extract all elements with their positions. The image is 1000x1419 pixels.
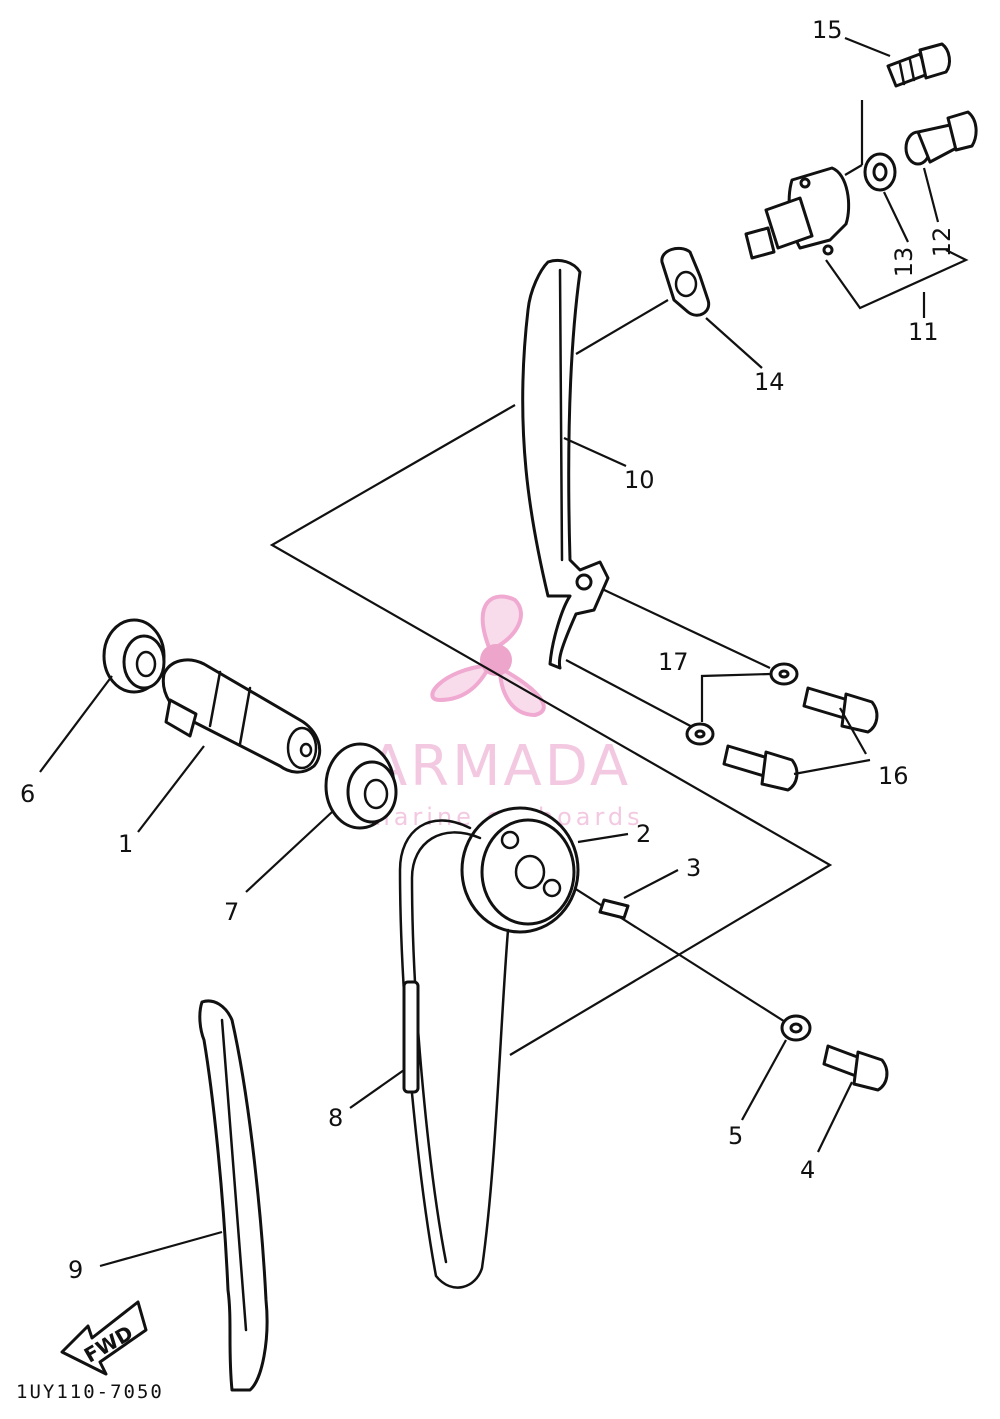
label-10: 10	[624, 466, 655, 494]
label-9: 9	[68, 1256, 83, 1284]
part-7-bearing	[324, 742, 398, 830]
label-12: 12	[928, 227, 956, 258]
part-4-bolt	[822, 1044, 889, 1092]
label-7: 7	[224, 898, 239, 926]
part-1-camshaft	[161, 658, 322, 774]
part-17-washers	[685, 662, 799, 746]
label-4: 4	[800, 1156, 815, 1184]
watermark-brand: ARMADA	[369, 734, 631, 799]
label-11: 11	[908, 318, 939, 346]
label-16: 16	[878, 762, 909, 790]
label-3: 3	[686, 854, 701, 882]
part-2-sprocket	[460, 806, 580, 934]
part-14-gasket	[660, 246, 711, 317]
assembly-lines	[269, 100, 864, 1056]
leader-lines	[39, 36, 969, 1268]
propeller-logo-icon	[430, 594, 546, 718]
part-8-chain	[398, 819, 510, 1289]
label-17: 17	[658, 648, 689, 676]
label-2: 2	[636, 820, 651, 848]
part-9-guide	[198, 999, 269, 1392]
label-5: 5	[728, 1122, 743, 1150]
part-15-bolt	[886, 42, 951, 88]
part-11-tensioner	[744, 166, 851, 260]
part-16-bolts	[722, 686, 879, 792]
fwd-arrow-icon: FWD	[60, 1300, 148, 1376]
label-1: 1	[118, 830, 133, 858]
part-3-pin	[598, 898, 630, 920]
label-8: 8	[328, 1104, 343, 1132]
watermark: ARMADA marine outboards	[366, 594, 640, 831]
part-10-guide	[521, 258, 610, 670]
part-labels: 6 1 7 2 3 4 5 8 9 10 11 12 13 14 15 16 1…	[20, 16, 956, 1284]
drawing-code: 1UY110-7050	[16, 1381, 164, 1403]
label-6: 6	[20, 780, 35, 808]
label-14: 14	[754, 368, 785, 396]
part-12-plug	[904, 110, 978, 166]
part-6-bearing	[102, 618, 166, 694]
part-5-washer	[780, 1014, 812, 1042]
part-13-washer	[863, 152, 897, 192]
label-13: 13	[890, 247, 918, 278]
label-15: 15	[812, 16, 843, 44]
